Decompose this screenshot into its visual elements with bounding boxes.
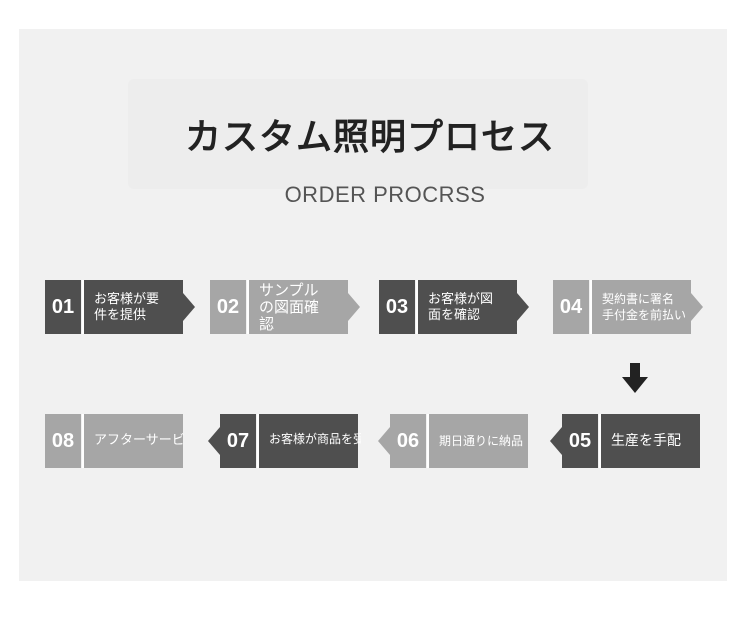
arrow-left-icon [378, 427, 390, 455]
step-body: サンプル の図面確 認 [249, 280, 348, 334]
step-body: お客様が要 件を提供 [84, 280, 183, 334]
step-body: 期日通りに納品 [429, 414, 528, 468]
step-divider [427, 414, 429, 468]
step-divider [257, 414, 259, 468]
arrow-left-icon [550, 427, 562, 455]
step-label: アフターサービス [94, 433, 186, 448]
step-divider [82, 414, 84, 468]
page-title: カスタム照明プロセス [184, 117, 555, 158]
step-body: 契約書に署名 手付金を前払い [592, 280, 691, 334]
arrow-right-icon [691, 293, 703, 321]
step-label: 生産を手配 [611, 433, 681, 449]
step-divider [590, 280, 592, 334]
step-number: 02 [210, 280, 246, 334]
process-step-03: 03 お客様が図 面を確認 [379, 280, 529, 334]
title-background [128, 79, 588, 189]
step-number: 01 [45, 280, 81, 334]
process-step-08: 08 アフターサービス [45, 414, 186, 468]
process-step-02: 02 サンプル の図面確 認 [210, 280, 360, 334]
step-body: 生産を手配 [601, 414, 700, 468]
step-divider [247, 280, 249, 334]
step-divider [599, 414, 601, 468]
arrow-right-icon [348, 293, 360, 321]
page-subtitle: ORDER PROCRSS [284, 182, 486, 207]
step-body: お客様が図 面を確認 [418, 280, 517, 334]
step-body: アフターサービス [84, 414, 186, 468]
step-label: 期日通りに納品 [439, 434, 524, 448]
step-label: お客様が要 件を提供 [94, 292, 160, 323]
step-label: サンプル の図面確 認 [259, 282, 320, 333]
step-number: 05 [562, 414, 598, 468]
arrow-right-icon [517, 293, 529, 321]
step-divider [416, 280, 418, 334]
process-step-01: 01 お客様が要 件を提供 [45, 280, 195, 334]
step-number: 03 [379, 280, 415, 334]
step-number: 04 [553, 280, 589, 334]
step-divider [82, 280, 84, 334]
step-label: 契約書に署名 手付金を前払い [602, 292, 687, 322]
process-step-07: 07 お客様が商品を受け取る [220, 414, 361, 468]
step-number: 07 [220, 414, 256, 468]
process-step-04: 04 契約書に署名 手付金を前払い [553, 280, 703, 334]
process-step-06: 06 期日通りに納品 [390, 414, 528, 468]
arrow-left-icon [208, 427, 220, 455]
step-body: お客様が商品を受け取る [259, 414, 361, 468]
arrow-down-icon [622, 363, 648, 393]
step-number: 08 [45, 414, 81, 468]
process-step-05: 05 生産を手配 [562, 414, 700, 468]
step-number: 06 [390, 414, 426, 468]
step-label: お客様が図 面を確認 [428, 292, 494, 323]
arrow-right-icon [183, 293, 195, 321]
step-label: お客様が商品を受け取る [269, 432, 361, 446]
